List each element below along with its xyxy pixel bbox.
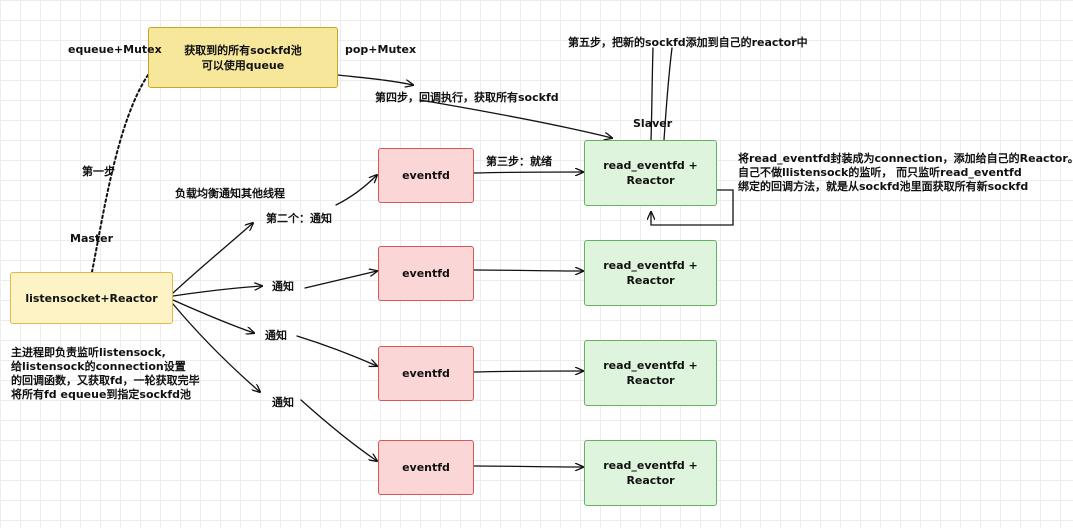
master-to-notify3-arrow (172, 303, 260, 392)
eventfd-box-1: eventfd (378, 148, 474, 203)
master-label: Master (70, 232, 114, 245)
master-to-pool-dotted-line (91, 74, 149, 273)
step4-to-slave1-arrow (419, 99, 612, 138)
slave-reactor-line2: Reactor (626, 474, 675, 487)
eventfd-box-3: eventfd (378, 346, 474, 401)
slave-reactor-line2: Reactor (626, 274, 675, 287)
step4-label: 第四步，回调执行，获取所有sockfd (375, 91, 559, 104)
slave-reactor-box-3: read_eventfd + Reactor (584, 340, 717, 406)
pop-mutex-label: pop+Mutex (345, 43, 417, 56)
load-balance-label: 负载均衡通知其他线程 (175, 187, 285, 200)
master-reactor-label: listensocket+Reactor (25, 291, 158, 305)
eventfd1-to-slave1-arrow (473, 172, 583, 173)
master-to-step2-arrow (172, 223, 253, 294)
slave-reactor-box-2: read_eventfd + Reactor (584, 240, 717, 306)
notify3-to-eventfd4-arrow (300, 399, 377, 461)
slave-reactor-box-4: read_eventfd + Reactor (584, 440, 717, 506)
eventfd4-to-slave4-arrow (473, 466, 583, 467)
notify-label-3: 通知 (272, 396, 294, 409)
slave-reactor-box-1: read_eventfd + Reactor (584, 140, 717, 206)
slave1-loopback-arrow (651, 189, 734, 226)
eventfd-label: eventfd (402, 267, 450, 280)
slave-reactor-line1: read_eventfd + (603, 359, 698, 372)
slave1-to-step5-line-a (650, 47, 654, 141)
master-note-line: 将所有fd equeue到指定sockfd池 (11, 388, 192, 401)
sockfd-pool-title: 获取到的所有sockfd池 (184, 43, 302, 57)
master-note: 主进程即负责监听listensock, 给listensock的connecti… (11, 346, 200, 402)
eventfd-label: eventfd (402, 169, 450, 182)
eventfd2-to-slave2-arrow (473, 270, 583, 271)
eventfd-box-4: eventfd (378, 440, 474, 495)
eventfd3-to-slave3-arrow (473, 371, 583, 372)
slave-reactor-line1: read_eventfd + (603, 159, 698, 172)
step3-label: 第三步：就绪 (486, 155, 552, 168)
slave-note: 将read_eventfd封装成为connection，添加给自己的Reacto… (738, 152, 1073, 194)
step5-label: 第五步，把新的sockfd添加到自己的reactor中 (568, 36, 808, 49)
slave-note-line: 将read_eventfd封装成为connection，添加给自己的Reacto… (738, 152, 1073, 165)
slave-note-line: 绑定的回调方法，就是从sockfd池里面获取所有新sockfd (738, 180, 1029, 193)
notify-label-1: 通知 (272, 280, 294, 293)
slave-reactor-line2: Reactor (626, 374, 675, 387)
master-to-notify2-arrow (172, 299, 254, 333)
notify-label-2: 通知 (265, 329, 287, 342)
slave-reactor-line1: read_eventfd + (603, 459, 698, 472)
pool-to-step4-arrow (337, 74, 413, 85)
step1-label: 第一步 (82, 165, 115, 178)
slave1-to-step5-line-b (663, 47, 673, 141)
slaver-label: Slaver (633, 117, 673, 130)
master-note-line: 给listensock的connection设置 (11, 360, 186, 373)
sockfd-pool-box: 获取到的所有sockfd池 可以使用queue (148, 27, 338, 88)
notify1-to-eventfd2-arrow (304, 271, 377, 289)
master-note-line: 主进程即负责监听listensock, (11, 346, 166, 359)
master-reactor-box: listensocket+Reactor (10, 272, 173, 324)
equeue-mutex-label: equeue+Mutex (68, 43, 162, 56)
eventfd-box-2: eventfd (378, 246, 474, 301)
sockfd-pool-subtitle: 可以使用queue (201, 58, 285, 72)
slave-reactor-line2: Reactor (626, 174, 675, 187)
step2-label: 第二个：通知 (266, 212, 332, 225)
step2-to-eventfd1-arrow (335, 175, 377, 206)
notify2-to-eventfd3-arrow (296, 335, 377, 366)
eventfd-label: eventfd (402, 367, 450, 380)
slave-note-line: 自己不做llistensock的监听， 而只监听read_eventfd (738, 166, 1022, 179)
master-note-line: 的回调函数，又获取fd，一轮获取完毕 (11, 374, 200, 387)
master-to-notify1-arrow (172, 286, 262, 297)
eventfd-label: eventfd (402, 461, 450, 474)
slave-reactor-line1: read_eventfd + (603, 259, 698, 272)
